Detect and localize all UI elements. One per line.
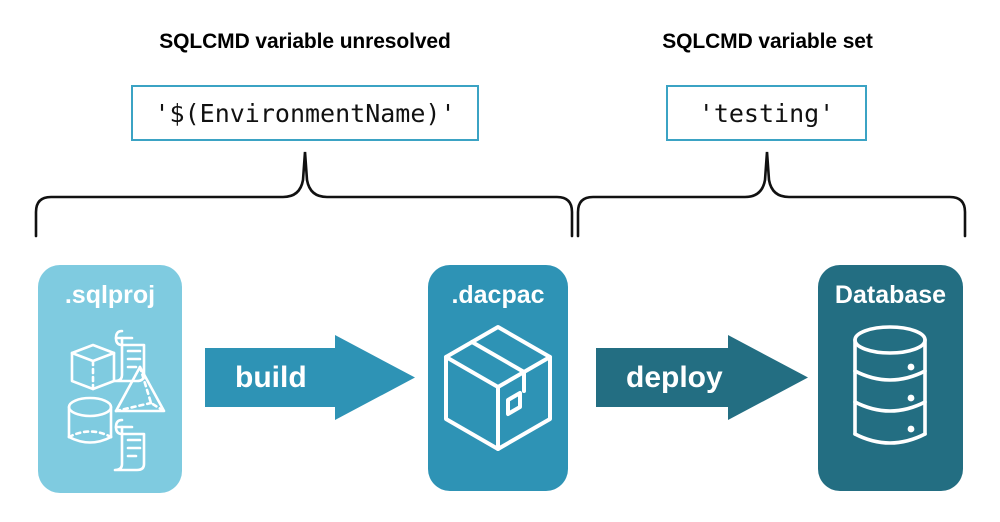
stage-box-dacpac: .dacpac [428,265,568,491]
cube-icon [70,343,116,391]
stage-box-sqlproj: .sqlproj [38,265,182,493]
package-box-icon [444,325,552,451]
pyramid-icon [114,365,166,413]
dacpac-artwork [444,325,552,451]
brace-right-icon [576,151,967,238]
heading-sqlcmd-unresolved: SQLCMD variable unresolved [159,30,451,53]
code-box-testing: 'testing' [666,85,867,141]
code-box-environment-name: '$(EnvironmentName)' [131,85,479,141]
database-cylinder-icon [853,325,927,445]
arrow-build-shape [205,335,415,420]
sqlproj-artwork [67,329,166,472]
stage-box-database: Database [818,265,963,491]
arrow-build: build [205,335,415,420]
heading-sqlcmd-set: SQLCMD variable set [662,30,873,53]
arrow-deploy-label: deploy [626,360,723,394]
scroll-icon [113,418,146,472]
stage-label-dacpac: .dacpac [451,281,545,309]
database-artwork [853,325,927,445]
arrow-deploy-shape [596,335,808,420]
brace-left-icon [34,151,574,238]
arrow-build-label: build [235,360,307,394]
arrow-deploy: deploy [596,335,808,420]
arrow-right-icon [205,335,415,420]
scroll-icon [113,329,146,383]
arrow-right-icon [596,335,808,420]
stage-label-database: Database [834,281,947,309]
cylinder-icon [67,396,113,444]
stage-label-sqlproj: .sqlproj [64,281,156,309]
